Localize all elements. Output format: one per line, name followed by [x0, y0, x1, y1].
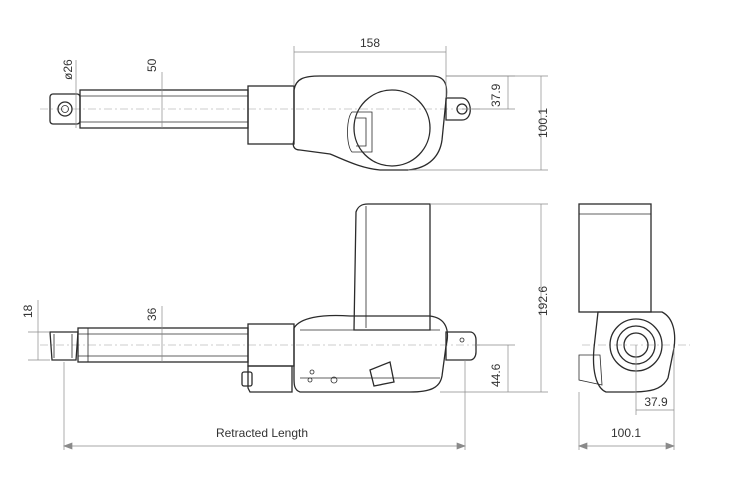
top-rod-end-hole: [57, 101, 73, 117]
end-dim-100-1-label: 100.1: [611, 426, 641, 440]
side-motor: [353, 203, 431, 331]
dim-36-label: 36: [145, 307, 159, 321]
dim-158-label: 158: [360, 36, 380, 50]
end-dim-37-9-label: 37.9: [644, 395, 668, 409]
end-view: 37.9 100.1: [578, 203, 690, 450]
dim-retracted-length-label: Retracted Length: [216, 426, 308, 440]
top-rear-clevis: [445, 97, 471, 121]
end-gearbox: [592, 311, 676, 393]
dim-18-label: 18: [21, 304, 35, 318]
dim-44-6-label: 44.6: [489, 363, 503, 387]
dim-192-6-label: 192.6: [536, 286, 550, 316]
dim-100-1-label: 100.1: [536, 108, 550, 138]
side-rear-clevis: [445, 331, 477, 361]
top-view: 158 ø26 50 37.9 100.1: [40, 36, 550, 171]
side-view: 18 36 192.6 44.6 Retracted Length: [21, 203, 550, 450]
side-rod-end: [49, 331, 79, 361]
end-motor-body: [578, 203, 652, 313]
side-gear-cover: [369, 361, 395, 387]
top-motor-cap: [353, 89, 431, 167]
top-collar: [247, 85, 295, 145]
top-rod-end-hole-inner: [61, 105, 69, 113]
dim-diameter-label: ø26: [61, 59, 75, 80]
side-gearbox: [293, 314, 449, 393]
top-motor-housing: [292, 75, 448, 171]
dim-37-9-label: 37.9: [489, 83, 503, 107]
dim-50-label: 50: [145, 58, 159, 72]
side-bracket: [247, 365, 293, 393]
